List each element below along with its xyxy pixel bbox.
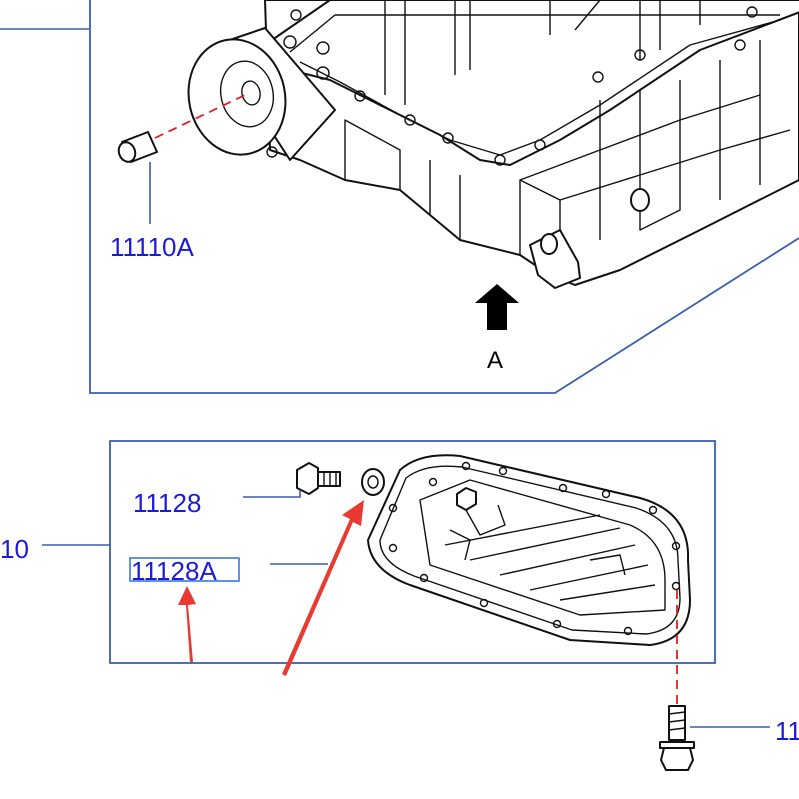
label-highlight-box bbox=[129, 557, 240, 582]
pan-bolt bbox=[659, 705, 770, 771]
label-11128A-highlighted: 11128A bbox=[129, 556, 240, 586]
red-arrow-icon bbox=[178, 500, 364, 676]
label-view-a: A bbox=[487, 347, 503, 374]
up-arrow-icon bbox=[475, 284, 519, 330]
label-11128: 11128 bbox=[133, 488, 201, 518]
label-assembly-10: 10 bbox=[0, 534, 29, 564]
lower-frame bbox=[109, 440, 716, 664]
lower-oil-pan-section: 10 11128 bbox=[0, 440, 799, 771]
view-arrow-a: A bbox=[475, 284, 519, 374]
red-arrow-to-washer bbox=[282, 500, 364, 676]
upper-frame bbox=[89, 0, 799, 394]
seal-housing bbox=[187, 27, 336, 161]
red-arrow-to-label bbox=[178, 586, 196, 662]
label-bolt-11: 11 bbox=[775, 716, 799, 746]
label-11110A: 11110A bbox=[110, 232, 195, 262]
dowel-alignment-line bbox=[154, 94, 246, 139]
upper-oil-pan-section: 11110A A bbox=[0, 0, 799, 394]
dowel-pin bbox=[117, 94, 246, 224]
gasket-washer bbox=[361, 468, 385, 496]
drain-plug bbox=[243, 462, 341, 498]
upper-oil-pan bbox=[264, 0, 799, 289]
lower-oil-pan bbox=[367, 454, 691, 646]
label-11128A: 11128A bbox=[131, 556, 217, 586]
